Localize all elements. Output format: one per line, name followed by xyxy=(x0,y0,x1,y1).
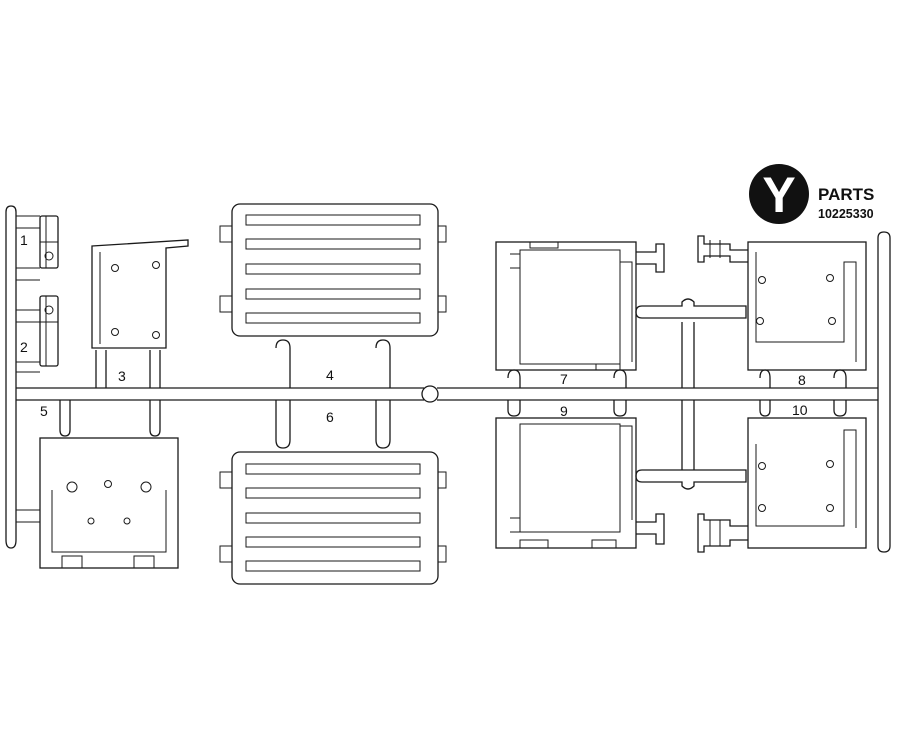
part-4-label: 4 xyxy=(326,367,334,383)
runner-gates-upper xyxy=(95,339,847,388)
part-7-panel xyxy=(519,249,621,365)
part-5-hole-2 xyxy=(104,480,112,488)
sprue-header: Y PARTS 10225330 xyxy=(749,164,874,224)
part-7-label: 7 xyxy=(560,371,568,387)
part-9: 9 xyxy=(495,403,665,549)
part-3-hole-1 xyxy=(111,264,119,272)
part-2: 2 xyxy=(20,295,59,367)
part-6-tab-2 xyxy=(219,545,233,563)
part-1: 1 xyxy=(20,215,59,269)
part-10-hole-2 xyxy=(826,460,834,468)
part-5: 5 xyxy=(39,403,179,569)
sprue-letter-badge xyxy=(749,164,809,224)
part-3-label: 3 xyxy=(118,368,126,384)
part-7: 7 xyxy=(495,241,665,387)
part-9-bracket xyxy=(636,513,665,545)
part-3-body xyxy=(91,239,189,349)
part-4-tab-1 xyxy=(219,225,233,243)
sprue-code: 10225330 xyxy=(818,207,874,221)
part-9-lip xyxy=(519,539,549,549)
part-8-hole-3 xyxy=(756,317,764,325)
part-10-label: 10 xyxy=(792,402,808,418)
part-10-bracket-detail xyxy=(709,520,721,546)
runner-top-bar xyxy=(16,387,878,401)
part-2-body xyxy=(39,295,59,367)
part-6-tab-4 xyxy=(437,545,447,563)
part-7-bracket xyxy=(636,243,665,273)
part-9-body xyxy=(495,417,637,549)
part-5-body xyxy=(39,437,179,569)
part-8-hole-2 xyxy=(826,274,834,282)
sprue-title: PARTS xyxy=(818,185,874,204)
part-5-foot-2 xyxy=(133,555,155,569)
part-6-tab-1 xyxy=(219,471,233,489)
runner-gates-lower xyxy=(59,400,847,449)
part-7-foot xyxy=(595,363,621,371)
part-5-hole-5 xyxy=(123,517,131,525)
part-6-label: 6 xyxy=(326,409,334,425)
runner-right-rail xyxy=(877,231,891,553)
part-4-tab-2 xyxy=(219,295,233,313)
part-2-label: 2 xyxy=(20,339,28,355)
part-3-hole-2 xyxy=(152,261,160,269)
part-3-hole-4 xyxy=(152,331,160,339)
part-1-hole xyxy=(44,251,54,261)
part-4-tab-3 xyxy=(437,225,447,243)
runner-center-column xyxy=(635,298,747,490)
part-6: 6 xyxy=(219,409,447,585)
part-9-panel xyxy=(519,423,621,533)
part-8-label: 8 xyxy=(798,372,806,388)
part-1-label: 1 xyxy=(20,232,28,248)
part-10-hole-4 xyxy=(826,504,834,512)
part-7-edges xyxy=(510,253,633,362)
runner-hub xyxy=(421,385,439,403)
part-7-lip xyxy=(529,241,559,249)
part-5-label: 5 xyxy=(40,403,48,419)
part-8-inner xyxy=(755,252,857,362)
runner-left-rail xyxy=(5,205,17,549)
part-3-hole-3 xyxy=(111,328,119,336)
part-6-body xyxy=(231,451,439,585)
part-7-body xyxy=(495,241,637,371)
part-6-slats xyxy=(245,463,421,572)
part-5-inner xyxy=(51,490,167,553)
part-8-hole-1 xyxy=(758,276,766,284)
part-9-edges xyxy=(510,425,633,533)
sprue-runner xyxy=(5,205,891,553)
part-10-inner xyxy=(755,429,857,528)
part-4-body xyxy=(231,203,439,337)
part-5-foot-1 xyxy=(61,555,83,569)
part-4-slats xyxy=(245,214,421,324)
part-2-hole xyxy=(44,305,54,315)
part-5-hole-1 xyxy=(66,481,78,493)
sprue-letter: Y xyxy=(762,167,795,223)
part-4-tab-4 xyxy=(437,295,447,313)
part-3: 3 xyxy=(91,239,189,384)
part-8-bracket-detail xyxy=(709,240,721,258)
part-8-bracket xyxy=(697,235,748,263)
part-9-foot xyxy=(591,539,617,549)
part-10-bracket xyxy=(697,513,748,553)
part-10-hole-1 xyxy=(758,462,766,470)
part-10-hole-3 xyxy=(758,504,766,512)
part-8-body xyxy=(747,241,867,371)
part-4: 4 xyxy=(219,203,447,383)
part-8: 8 xyxy=(697,235,867,388)
part-6-tab-3 xyxy=(437,471,447,489)
part-5-hole-4 xyxy=(87,517,95,525)
part-8-hole-4 xyxy=(828,317,836,325)
runner-left-stubs xyxy=(16,215,40,523)
part-10: 10 xyxy=(697,402,867,553)
part-5-hole-3 xyxy=(140,481,152,493)
part-9-label: 9 xyxy=(560,403,568,419)
part-10-body xyxy=(747,417,867,549)
